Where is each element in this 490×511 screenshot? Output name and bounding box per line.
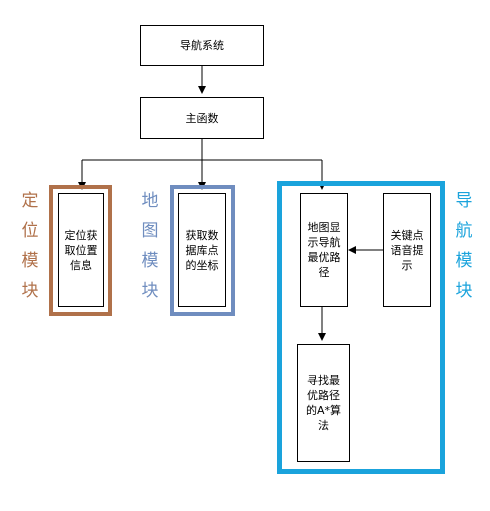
locate-module-label: 定 位 模 块 [21,191,39,301]
nav-module-label: 导 航 模 块 [455,191,473,301]
nav-module-frame [277,181,445,474]
map-module-frame [170,185,235,316]
show-path-node: 地图显 示导航 最优路 径 [300,193,348,307]
astar-node: 寻找最 优路径 的A*算 法 [297,344,350,462]
locate-module-frame [49,185,112,316]
voice-prompt-node: 关键点 语音提 示 [383,193,431,307]
nav-system-node: 导航系统 [140,25,264,66]
locate-node: 定位获 取位置 信息 [58,193,104,307]
main-function-node: 主函数 [140,97,264,139]
map-module-label: 地 图 模 块 [141,191,159,301]
map-db-node: 获取数 据库点 的坐标 [178,193,226,307]
